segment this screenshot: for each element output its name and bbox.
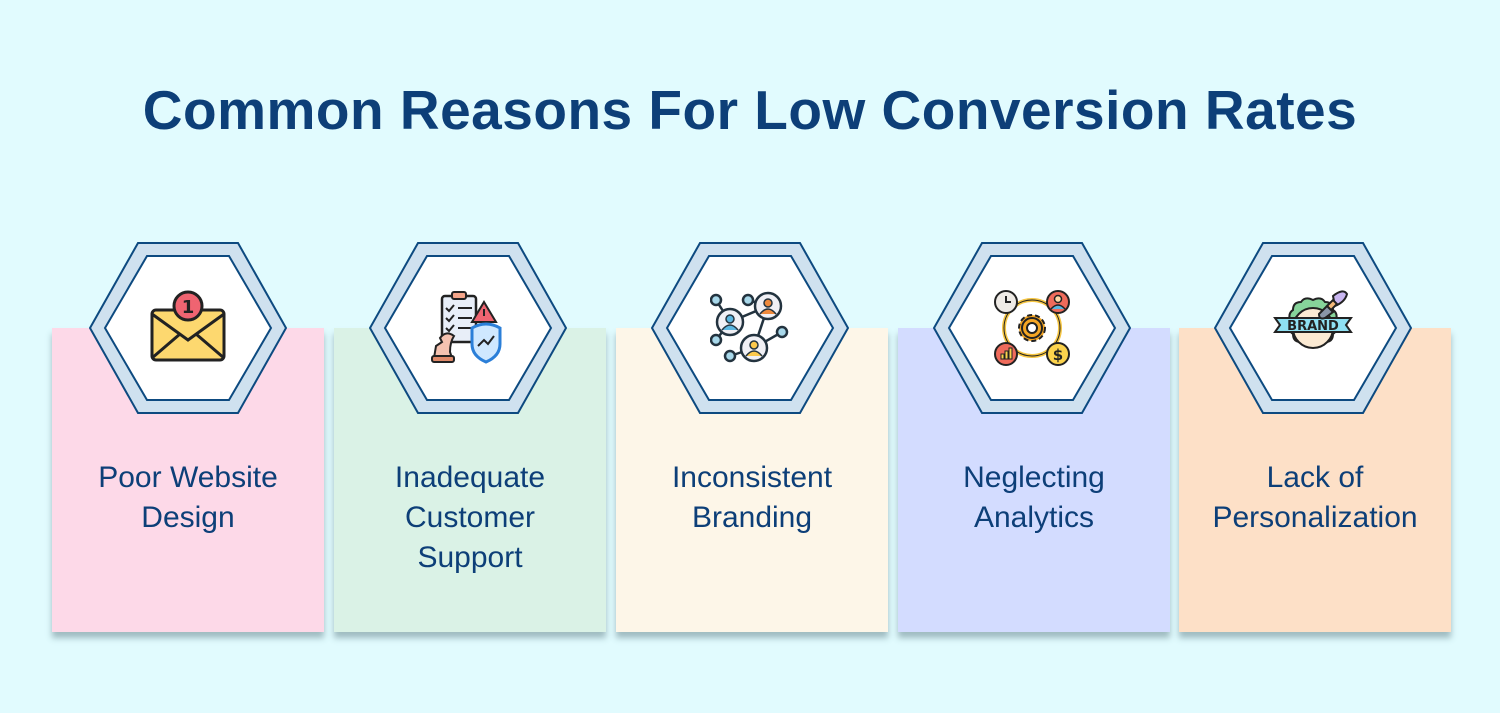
hexagon-badge: [369, 242, 567, 414]
analytics-gear-icon: $: [992, 288, 1072, 368]
network-people-icon: [710, 288, 790, 368]
hexagon-badge: $: [933, 242, 1131, 414]
svg-text:BRAND: BRAND: [1287, 319, 1339, 334]
card-label: Poor Website Design: [98, 461, 278, 534]
hexagon-badge: BRAND: [1214, 242, 1412, 414]
email-notification-icon: 1: [148, 288, 228, 368]
card-label: Lack of Personalization: [1212, 461, 1418, 534]
brand-badge-icon: BRAND: [1273, 288, 1353, 368]
strategy-risk-shield-icon: [428, 288, 508, 368]
svg-text:1: 1: [182, 297, 195, 318]
card-label: Inadequate Customer Support: [394, 461, 546, 574]
card-label: Inconsistent Branding: [671, 461, 833, 534]
card-label: Neglecting Analytics: [963, 461, 1105, 534]
page-title: Common Reasons For Low Conversion Rates: [142, 79, 1358, 141]
svg-text:$: $: [1053, 346, 1063, 364]
hexagon-badge: 1: [89, 242, 287, 414]
hexagon-badge: [651, 242, 849, 414]
card-neglecting-analytics: Neglecting Analytics: [898, 328, 1170, 632]
